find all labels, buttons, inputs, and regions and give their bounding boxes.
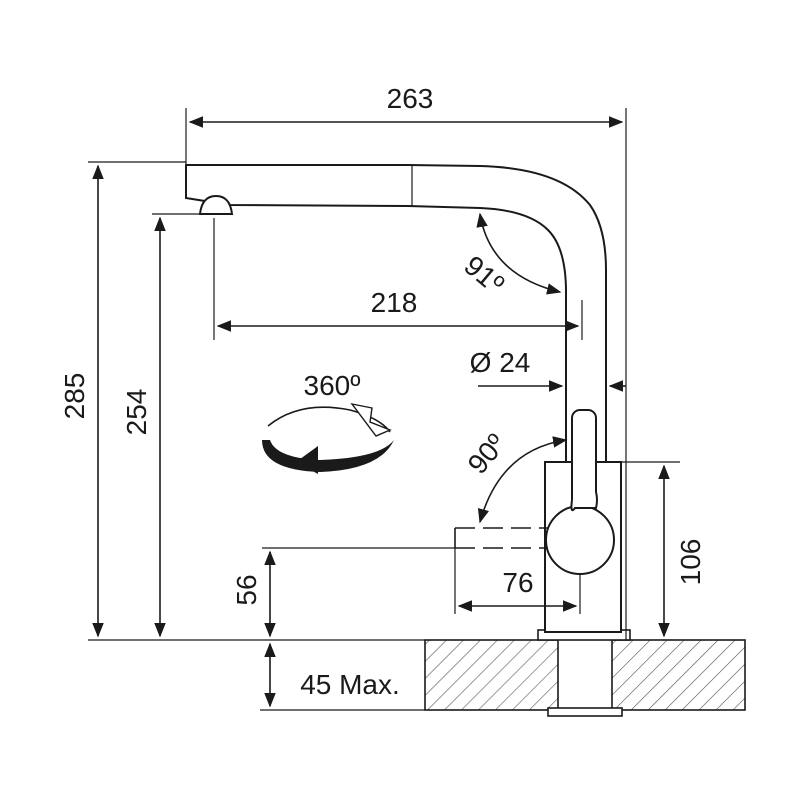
dimension-lines: [92, 116, 670, 708]
label-lever-height: 56: [231, 574, 262, 605]
dim-arc-spout-angle: [476, 212, 562, 295]
lever-neck: [570, 491, 598, 512]
label-spout-angle: 91º: [458, 250, 510, 300]
spray-nozzle: [198, 194, 234, 215]
label-max-thickness: 45 Max.: [300, 669, 400, 700]
label-spout-height: 254: [121, 389, 152, 436]
label-spout-diameter: Ø 24: [470, 347, 531, 378]
extension-lines: [88, 108, 680, 711]
label-body-height: 106: [675, 539, 706, 586]
mounting-shank: [557, 635, 613, 713]
label-rotation: 360º: [304, 370, 361, 401]
label-spout-reach: 218: [371, 287, 418, 318]
faucet: [185, 164, 622, 633]
mounting-nut: [547, 707, 623, 717]
dim-arc-lever-angle: [477, 436, 568, 524]
countertop-right: [609, 639, 746, 711]
countertop-left: [424, 639, 561, 711]
lever-hub: [545, 505, 615, 575]
countertop: [424, 629, 746, 717]
label-total-width: 263: [387, 83, 434, 114]
label-lever-length: 76: [502, 567, 533, 598]
label-total-height: 285: [59, 373, 90, 420]
rotation-arrow-icon: [262, 402, 394, 474]
